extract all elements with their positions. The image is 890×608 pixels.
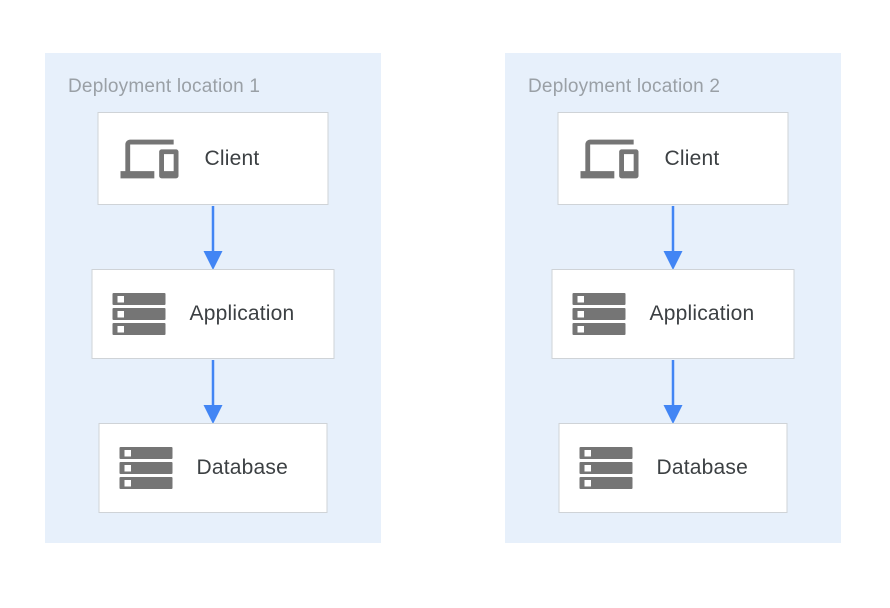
node-database: Database	[98, 423, 328, 513]
server-stack-icon	[579, 447, 633, 489]
arrow-down-icon	[662, 206, 684, 270]
node-label: Client	[204, 146, 260, 170]
node-client: Client	[97, 112, 329, 205]
node-label: Database	[196, 456, 288, 479]
server-stack-icon	[119, 447, 173, 489]
panel-deployment-location-1: Deployment location 1 Client Application…	[45, 53, 381, 543]
node-client: Client	[557, 112, 789, 205]
arrow-down-icon	[202, 206, 224, 270]
panel-title: Deployment location 1	[68, 76, 261, 97]
panel-deployment-location-2: Deployment location 2 Client Application…	[505, 53, 841, 543]
node-label: Database	[656, 456, 748, 479]
panel-title: Deployment location 2	[528, 76, 721, 97]
arrow-down-icon	[202, 360, 224, 424]
devices-icon	[119, 130, 181, 188]
node-label: Application	[189, 302, 295, 325]
devices-icon	[579, 130, 641, 188]
node-database: Database	[558, 423, 788, 513]
arrow-down-icon	[662, 360, 684, 424]
server-stack-icon	[572, 293, 626, 335]
node-application: Application	[551, 269, 795, 359]
server-stack-icon	[112, 293, 166, 335]
node-application: Application	[91, 269, 335, 359]
node-label: Application	[649, 302, 755, 325]
node-label: Client	[664, 146, 720, 170]
